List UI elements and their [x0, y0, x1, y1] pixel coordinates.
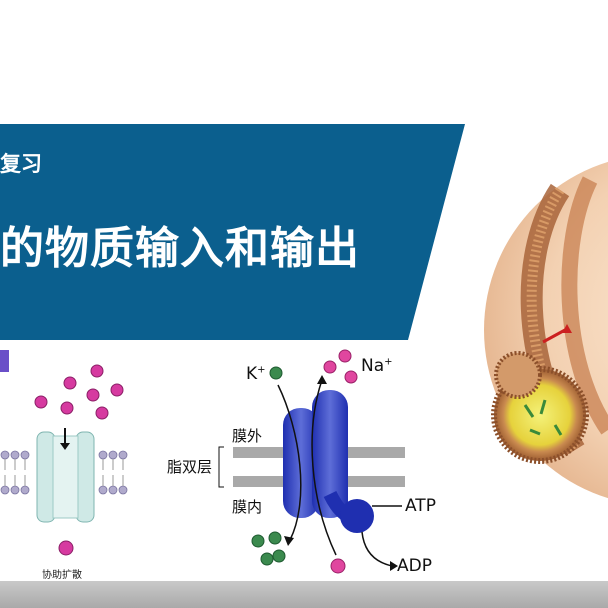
bottom-bar — [0, 581, 608, 608]
page-title: 的物质输入和输出 — [0, 223, 360, 274]
inside-label: 膜内 — [232, 498, 263, 516]
na-ion-label: Na+ — [361, 356, 393, 376]
adp-label: ADP — [397, 556, 432, 576]
outside-label: 膜外 — [232, 427, 263, 445]
k-ion-label: K+ — [246, 364, 266, 384]
atp-label: ATP — [405, 496, 436, 516]
section-tag: 复习 — [0, 152, 42, 176]
bilayer-label: 脂双层 — [167, 458, 213, 476]
legend-swatch — [0, 350, 9, 372]
diagram-caption: 协助扩散 — [42, 570, 82, 581]
k-charge: + — [257, 364, 266, 376]
na-charge: + — [384, 356, 393, 368]
